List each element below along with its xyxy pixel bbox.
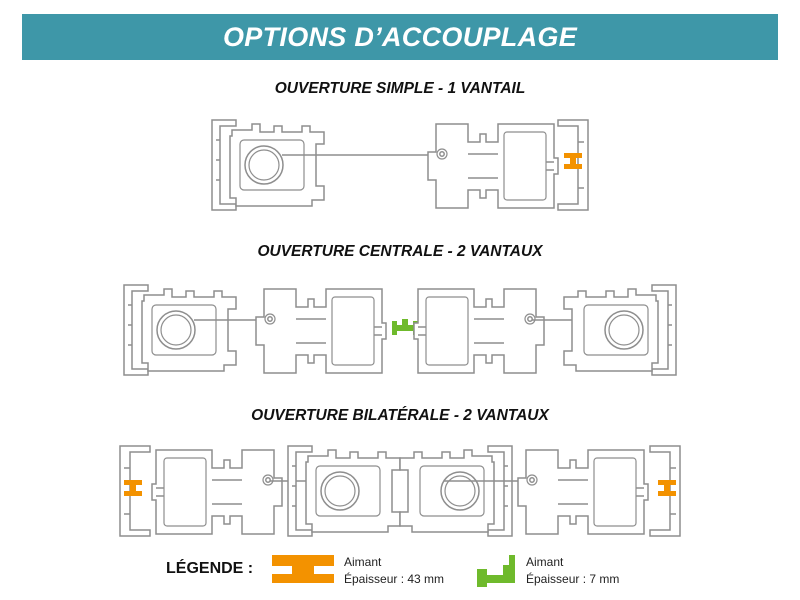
sash-profile-right (517, 449, 649, 535)
legend-item-name: Aimant (526, 555, 564, 569)
legend-item-name: Aimant (344, 555, 382, 569)
page-title: OPTIONS D’ACCOUPLAGE (222, 21, 578, 52)
frame-profile-left (211, 119, 325, 211)
frame-profile-right (563, 284, 677, 376)
sash-profile (427, 123, 559, 209)
legend-label: LÉGENDE : (166, 560, 254, 577)
legend-item-detail: Épaisseur : 7 mm (526, 572, 620, 586)
diagram-central-opening (123, 284, 677, 376)
legend-item-orange: Aimant Épaisseur : 43 mm (344, 554, 444, 588)
diagram-simple-opening (211, 119, 589, 211)
legend-item-detail: Épaisseur : 43 mm (344, 572, 445, 586)
magnet-orange-legend-icon (272, 555, 334, 583)
frame-profile-left (123, 284, 237, 376)
frame-profile-center-left (287, 445, 401, 537)
magnet-green-legend-icon (477, 555, 515, 587)
frame-profile-center-right (399, 445, 513, 537)
header-banner: OPTIONS D’ACCOUPLAGE (22, 14, 778, 60)
sash-profile-left (255, 288, 387, 374)
section-title-central: OUVERTURE CENTRALE - 2 VANTAUX (257, 243, 543, 260)
sash-profile-right (413, 288, 545, 374)
legend-item-green: Aimant Épaisseur : 7 mm (526, 554, 619, 588)
sash-profile-left (151, 449, 283, 535)
section-title-bilateral: OUVERTURE BILATÉRALE - 2 VANTAUX (251, 407, 549, 424)
section-title-simple: OUVERTURE SIMPLE - 1 VANTAIL (274, 80, 526, 97)
diagram-bilateral-opening (119, 445, 681, 537)
